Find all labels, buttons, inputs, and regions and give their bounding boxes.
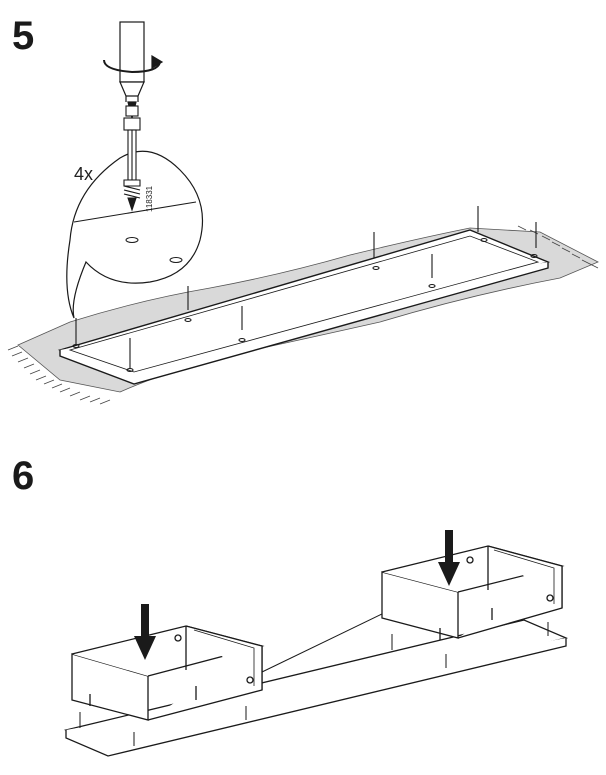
detail-surface-line — [73, 201, 197, 223]
down-arrow-left — [134, 604, 156, 660]
step-6-illustration — [63, 530, 569, 757]
detail-hole-2 — [169, 257, 183, 263]
quantity-label: 4x — [74, 164, 93, 184]
guide-line — [261, 613, 383, 673]
down-arrow-right — [438, 530, 460, 586]
rotation-arrowhead — [151, 54, 164, 70]
frame-left — [71, 625, 265, 721]
step-5-number: 5 — [12, 14, 35, 58]
detail-bubble — [66, 150, 204, 319]
rotation-arrow — [103, 59, 161, 74]
detail-hole — [125, 237, 139, 243]
step-5-illustration — [7, 21, 599, 405]
rug-fringe-right — [517, 225, 599, 269]
part-number: 118331 — [145, 185, 154, 212]
bottom-panel-inner — [68, 235, 540, 373]
rug-fringe-left — [7, 345, 111, 405]
base-board-edge — [65, 638, 567, 757]
base-pins — [79, 622, 549, 746]
screwdriver — [119, 21, 145, 119]
frame-right — [381, 545, 565, 640]
cam-dowel — [123, 105, 141, 212]
panel-screws — [72, 206, 538, 373]
step-6-number: 6 — [12, 454, 35, 498]
